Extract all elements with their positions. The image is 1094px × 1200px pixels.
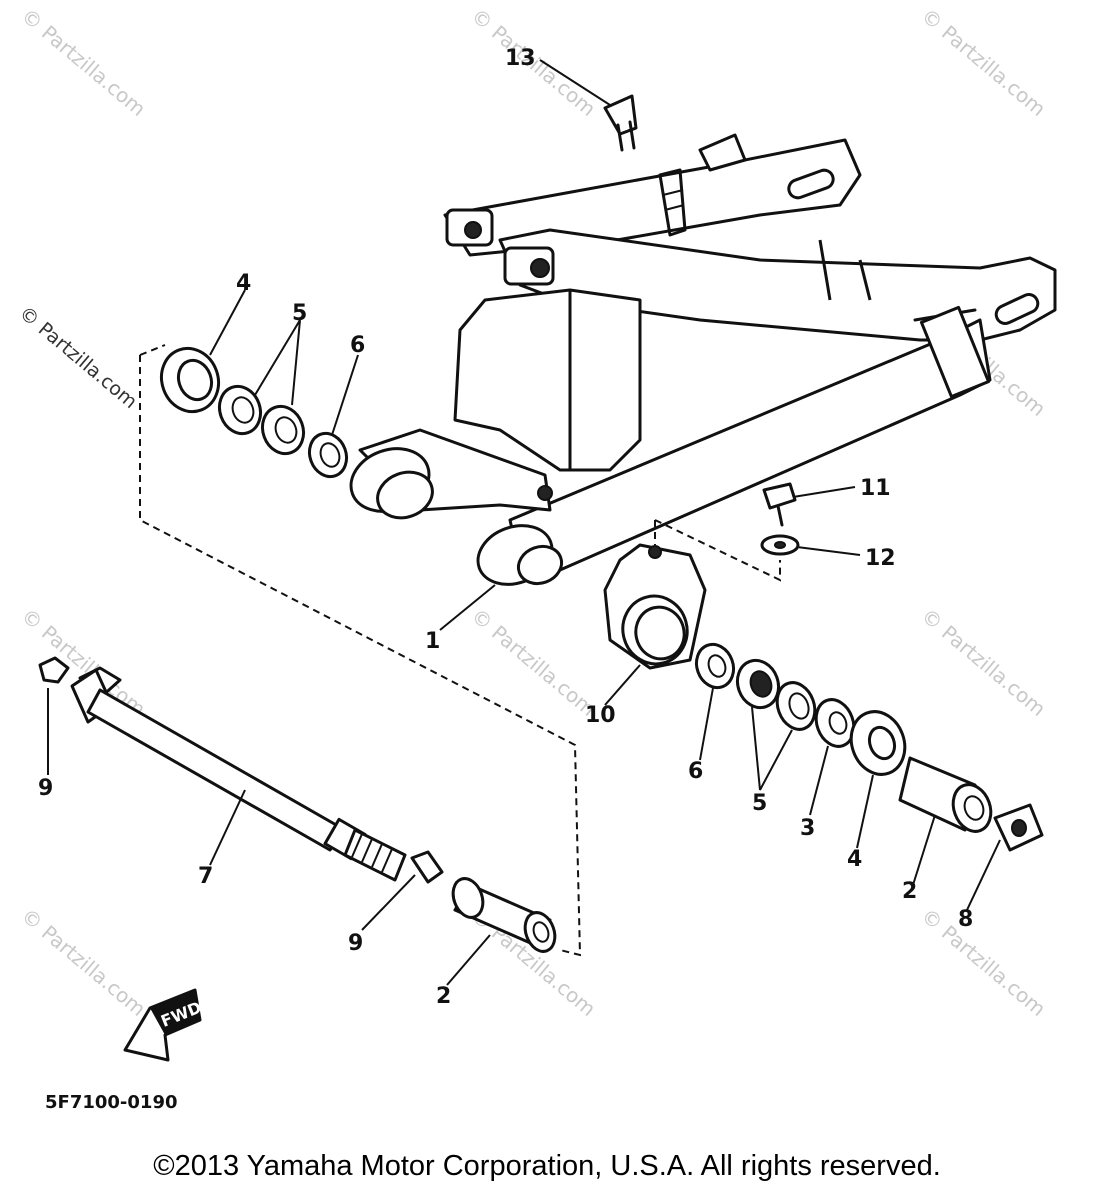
callout-4: 4 [236,271,251,296]
leader-lines [47,59,1001,986]
grease-nipple-9-left [38,656,70,684]
bearing-5-left-a [217,384,263,436]
swingarm [349,133,1057,586]
callout-10: 10 [585,703,616,728]
watermark-text: © Partzilla.com [15,302,141,413]
grease-nipple-13 [603,94,638,152]
bolt-11 [762,482,797,527]
callout-8: 8 [958,907,973,932]
callout-6: 6 [350,333,365,358]
bushing-6-right [694,642,736,690]
collar-2-right [898,756,993,833]
nut-8 [993,803,1044,852]
callout-13: 13 [505,46,536,71]
grease-nipple-9-mid [410,850,444,884]
assembly-lines [139,344,781,957]
callout-5: 5 [752,791,767,816]
callout-9: 9 [348,931,363,956]
watermark-text: © Partzilla.com [917,603,1051,721]
watermark-text: © Partzilla.com [17,903,151,1021]
washer-12 [760,534,800,556]
callout-2: 2 [436,984,451,1009]
bearing-5-right-b [775,681,817,731]
callout-5: 5 [292,301,307,326]
callout-6: 6 [688,759,703,784]
watermark-text: © Partzilla.com [17,3,151,121]
pivot-shaft-7 [70,666,407,882]
watermark-text: © Partzilla.com [917,3,1051,121]
watermark-text: © Partzilla.com [917,903,1051,1021]
callout-1: 1 [425,629,440,654]
watermark-text: © Partzilla.com [467,603,601,721]
fwd-arrow-icon: FWD [123,988,204,1062]
callout-2: 2 [902,879,917,904]
washer-3 [814,698,856,748]
callout-4: 4 [847,847,862,872]
bushing-6-left [307,431,349,479]
copyright-notice: ©2013 Yamaha Motor Corporation, U.S.A. A… [153,1150,941,1182]
bearing-5-left-b [260,404,306,456]
callout-9: 9 [38,776,53,801]
bracket-10 [603,543,707,670]
diagram-code: 5F7100-0190 [45,1092,178,1113]
callout-11: 11 [860,476,891,501]
callout-12: 12 [865,546,896,571]
oil-seal-4-right [849,710,907,776]
oil-seal-4-left [160,346,220,414]
bearing-5-right-a [735,658,781,710]
callout-7: 7 [198,864,213,889]
callouts: 13 4 5 6 1 11 12 10 6 5 3 4 2 8 9 7 9 2 [38,46,973,1009]
callout-3: 3 [800,816,815,841]
collar-2-left [451,877,557,953]
